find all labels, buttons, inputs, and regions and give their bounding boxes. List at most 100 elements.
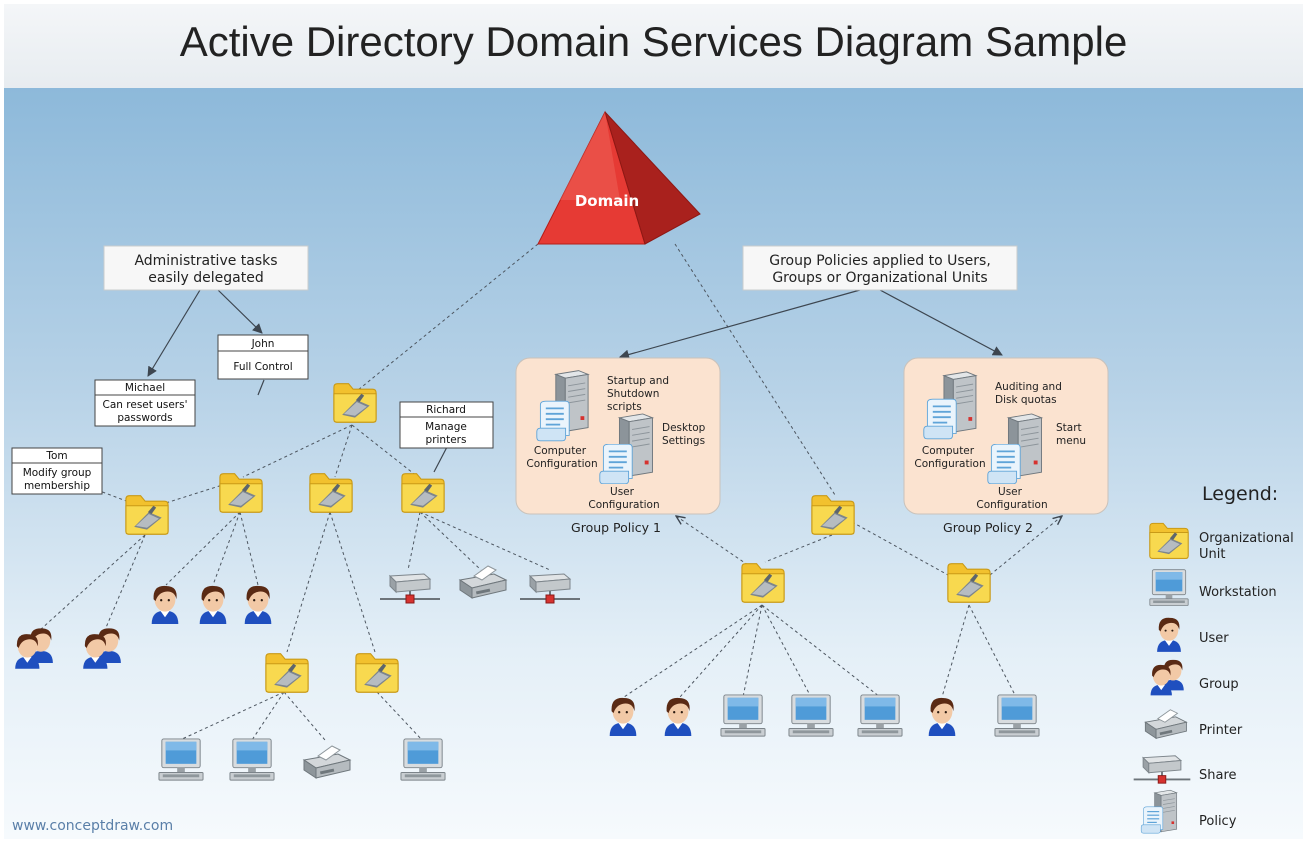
ou-folder-icon[interactable]	[947, 563, 991, 603]
group-policy-2[interactable]: Auditing and Disk quotas Start menu Comp…	[903, 357, 1109, 515]
gp1-user-config-line-1: User	[610, 486, 635, 498]
legend-label-workstation: Workstation	[1199, 585, 1277, 600]
delegation-task: passwords	[117, 412, 172, 424]
admin-callout: Administrative tasks easily delegated	[103, 245, 309, 291]
legend-label-share: Share	[1199, 768, 1237, 783]
policies-callout-line-2: Groups or Organizational Units	[772, 270, 987, 286]
ou-folder-icon[interactable]	[265, 653, 309, 693]
gp2-auditing-line-1: Auditing and	[995, 381, 1062, 393]
legend-label-policy: Policy	[1199, 814, 1237, 829]
workstation-nodes	[158, 694, 1040, 781]
policy-document-icon	[1140, 806, 1164, 834]
gp1-desktop-line-2: Settings	[662, 435, 705, 447]
gp2-user-config-line-1: User	[998, 486, 1023, 498]
legend-label-printer: Printer	[1199, 723, 1243, 738]
gp1-startup-line-3: scripts	[607, 401, 642, 413]
group-policy-1[interactable]: Startup and Shutdown scripts Desktop Set…	[515, 357, 721, 515]
gp2-start-menu-line-1: Start	[1056, 422, 1082, 434]
group-policy-1-title: Group Policy 1	[571, 520, 661, 535]
workstation-icon[interactable]	[158, 738, 204, 781]
user-icon[interactable]	[199, 585, 227, 624]
domain-label: Domain	[575, 192, 639, 210]
legend-label-user: User	[1199, 631, 1229, 646]
group-icon	[1150, 659, 1184, 696]
admin-callout-line-1: Administrative tasks	[134, 253, 277, 269]
ou-folder-icon[interactable]	[401, 473, 445, 513]
workstation-icon[interactable]	[857, 694, 903, 737]
ou-folder-icon	[1149, 522, 1189, 559]
delegation-name: Michael	[125, 382, 165, 394]
gp2-computer-config-line-1: Computer	[922, 445, 975, 457]
gp1-startup-line-1: Startup and	[607, 375, 669, 387]
workstation-icon[interactable]	[788, 694, 834, 737]
ou-folder-icon[interactable]	[355, 653, 399, 693]
printer-icon[interactable]	[303, 745, 351, 779]
gp1-computer-config-line-2: Configuration	[526, 458, 597, 470]
ou-folder-icon[interactable]	[125, 495, 169, 535]
delegation-name: Tom	[45, 450, 67, 462]
policy-document-icon	[922, 398, 958, 440]
policies-callout: Group Policies applied to Users, Groups …	[742, 245, 1018, 291]
delegation-card-tom[interactable]: Tom Modify group membership	[11, 447, 103, 495]
workstation-icon	[1149, 569, 1189, 606]
workstation-icon[interactable]	[994, 694, 1040, 737]
group-icon[interactable]	[15, 628, 53, 669]
callout-arrows	[147, 289, 1003, 473]
printer-icon[interactable]	[459, 565, 507, 599]
gp2-computer-config-line-2: Configuration	[914, 458, 985, 470]
ou-folder-icon[interactable]	[333, 383, 377, 423]
delegation-task: Modify group	[23, 467, 92, 479]
dashed-connectors	[39, 243, 1017, 741]
printer-icon	[1144, 709, 1187, 739]
legend-label-group: Group	[1199, 677, 1239, 692]
legend: Legend: Organizational Unit Workstation …	[1133, 483, 1294, 834]
delegation-task: Full Control	[233, 361, 292, 373]
gp2-auditing-line-2: Disk quotas	[995, 394, 1057, 406]
gp1-startup-line-2: Shutdown	[607, 388, 659, 400]
ou-folder-icon[interactable]	[219, 473, 263, 513]
delegation-task: Can reset users'	[103, 399, 188, 411]
delegation-card-john[interactable]: John Full Control	[217, 334, 309, 380]
delegation-task: Manage	[425, 421, 467, 433]
policies-callout-line-1: Group Policies applied to Users,	[769, 253, 991, 269]
delegation-card-michael[interactable]: Michael Can reset users' passwords	[94, 379, 196, 427]
gp1-user-config-line-2: Configuration	[588, 499, 659, 511]
policy-document-icon	[598, 444, 634, 484]
legend-label-ou-2: Unit	[1199, 547, 1225, 562]
delegation-name: John	[251, 338, 275, 350]
admin-callout-line-2: easily delegated	[148, 270, 263, 286]
user-icon[interactable]	[928, 697, 956, 736]
delegation-task: printers	[426, 434, 467, 446]
gp1-desktop-line-1: Desktop	[662, 422, 706, 434]
gp2-start-menu-line-2: menu	[1056, 435, 1086, 447]
user-icon[interactable]	[664, 697, 692, 736]
group-policy-2-title: Group Policy 2	[943, 520, 1033, 535]
ou-folder-icon[interactable]	[811, 495, 855, 535]
workstation-icon[interactable]	[400, 738, 446, 781]
delegation-task: membership	[24, 480, 90, 492]
policy-links	[676, 516, 1062, 576]
gp2-user-config-line-2: Configuration	[976, 499, 1047, 511]
policy-document-icon	[535, 400, 571, 442]
page-title: Active Directory Domain Services Diagram…	[179, 18, 1128, 65]
legend-label-ou-1: Organizational	[1199, 531, 1294, 546]
ou-folder-icon[interactable]	[741, 563, 785, 603]
user-icon[interactable]	[244, 585, 272, 624]
domain-node[interactable]: Domain	[537, 110, 701, 245]
user-icon	[1157, 617, 1181, 652]
title-bar: Active Directory Domain Services Diagram…	[4, 4, 1303, 88]
user-icon[interactable]	[609, 697, 637, 736]
share-icon	[1133, 754, 1191, 785]
delegation-card-richard[interactable]: Richard Manage printers	[399, 401, 494, 449]
group-icon[interactable]	[83, 628, 121, 669]
share-icon[interactable]	[380, 573, 440, 604]
footer-link[interactable]: www.conceptdraw.com	[12, 818, 173, 834]
legend-title: Legend:	[1202, 483, 1278, 505]
user-icon[interactable]	[151, 585, 179, 624]
share-icon[interactable]	[520, 573, 580, 604]
workstation-icon[interactable]	[229, 738, 275, 781]
ou-folder-icon[interactable]	[309, 473, 353, 513]
workstation-icon[interactable]	[720, 694, 766, 737]
